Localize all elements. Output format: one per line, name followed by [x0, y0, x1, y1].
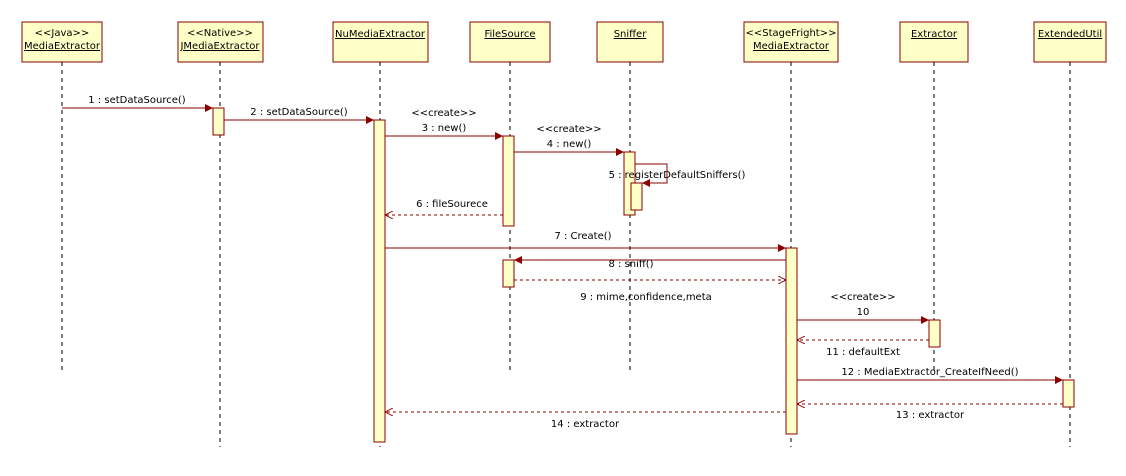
- participant-name: Sniffer: [614, 29, 648, 40]
- participant-name: NuMediaExtractor: [335, 29, 426, 40]
- message-label: 6 : fileSourece: [416, 199, 488, 210]
- self-message-arrow: [635, 163, 668, 187]
- activation-bar: [502, 259, 515, 288]
- message-label: 9 : mime,confidence,meta: [580, 292, 712, 303]
- participant-box: [1033, 21, 1107, 63]
- participant-box: [743, 21, 839, 63]
- message-label: 14 : extractor: [551, 419, 620, 430]
- message-label: 13 : extractor: [896, 410, 965, 421]
- activation-bar: [630, 182, 643, 211]
- participant-box: [469, 21, 551, 63]
- participant-stereotype: <<Native>>: [187, 28, 253, 39]
- message-m8: 8 : sniff(): [514, 256, 786, 270]
- activation-bar: [785, 247, 798, 435]
- message-m1: 1 : setDataSource(): [62, 95, 213, 112]
- activation-bar: [212, 107, 225, 136]
- activation-bar: [928, 319, 941, 348]
- participant-box: [177, 21, 264, 63]
- participant-p5: Sniffer: [596, 21, 664, 374]
- participant-box: [596, 21, 664, 63]
- activation-bar: [1062, 379, 1075, 408]
- participant-name: MediaExtractor: [24, 41, 101, 52]
- participant-stereotype: <<Java>>: [35, 28, 90, 39]
- message-m7: 7 : Create(): [385, 231, 786, 252]
- message-label: 5 : registerDefaultSniffers(): [609, 170, 746, 181]
- message-label: 4 : new(): [547, 139, 592, 150]
- participant-name: FileSource: [484, 29, 535, 40]
- participant-p3: NuMediaExtractor: [332, 21, 429, 447]
- participant-box: [899, 21, 969, 63]
- message-m12: 12 : MediaExtractor_CreateIfNeed(): [797, 367, 1063, 384]
- message-label: 12 : MediaExtractor_CreateIfNeed(): [841, 367, 1018, 378]
- activation-bar: [502, 135, 515, 227]
- message-label: 8 : sniff(): [608, 259, 653, 270]
- activation-bar: [373, 119, 386, 443]
- message-m11: 11 : defaultExt: [797, 340, 929, 358]
- participant-box: [332, 21, 429, 63]
- message-stereotype: <<create>>: [411, 108, 476, 119]
- message-m10: <<create>> 10: [797, 292, 929, 324]
- message-label: 2 : setDataSource(): [250, 107, 347, 118]
- message-m9: 9 : mime,confidence,meta: [514, 280, 786, 303]
- message-label: 7 : Create(): [554, 231, 611, 242]
- participant-name: Extractor: [911, 29, 958, 40]
- message-label: 3 : new(): [422, 123, 467, 134]
- participant-p1: <<Java>> MediaExtractor: [21, 21, 103, 374]
- participant-stereotype: <<StageFright>>: [746, 28, 837, 39]
- participant-p2: <<Native>> JMediaExtractor: [177, 21, 264, 447]
- participant-name: ExtendedUtil: [1038, 29, 1102, 40]
- participant-name: MediaExtractor: [753, 41, 830, 52]
- message-m14: 14 : extractor: [385, 412, 786, 430]
- message-stereotype: <<create>>: [536, 124, 601, 135]
- participant-name: JMediaExtractor: [179, 41, 260, 52]
- message-m5: 5 : registerDefaultSniffers(): [609, 163, 746, 187]
- message-m4: <<create>> 4 : new(): [514, 124, 624, 156]
- message-label: 11 : defaultExt: [826, 347, 900, 358]
- message-label: 10: [857, 307, 870, 318]
- message-m13: 13 : extractor: [797, 404, 1063, 421]
- message-m2: 2 : setDataSource(): [224, 107, 374, 124]
- message-m6: 6 : fileSourece: [385, 199, 503, 215]
- message-stereotype: <<create>>: [830, 292, 895, 303]
- message-m3: <<create>> 3 : new(): [385, 108, 503, 140]
- participant-box: [21, 21, 103, 63]
- message-label: 1 : setDataSource(): [88, 95, 185, 106]
